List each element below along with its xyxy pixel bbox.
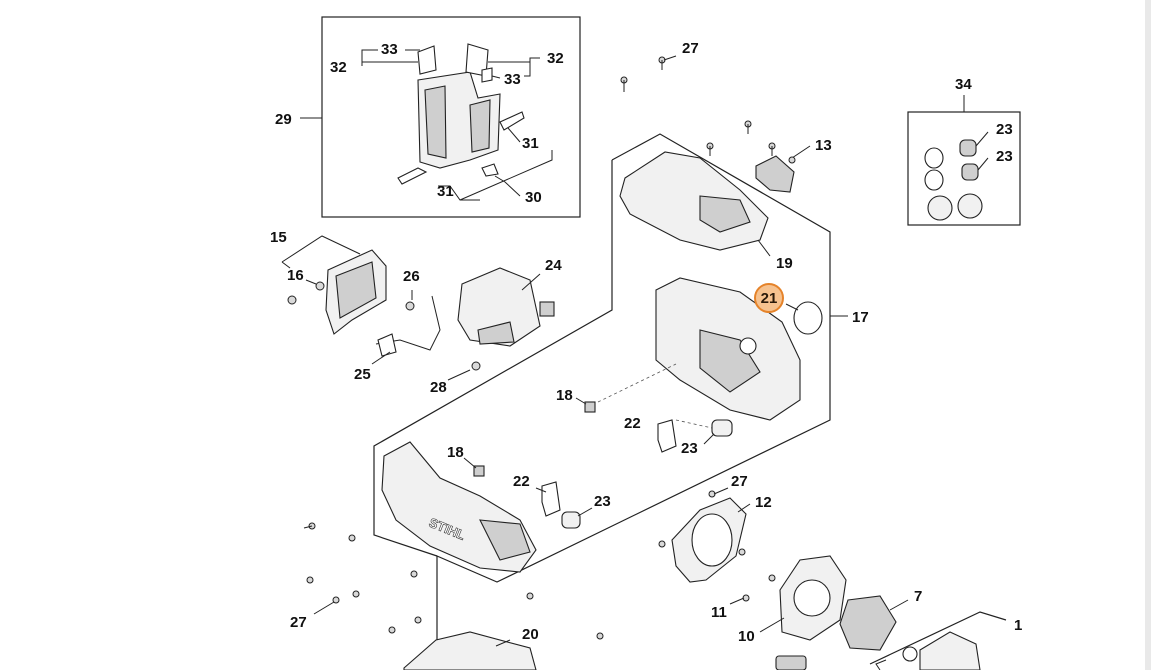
screw-28 [471,361,481,371]
housing-29-shade [424,85,447,159]
callout-16[interactable]: 16 [287,267,304,284]
buffer-23-upper [711,419,733,437]
part-group-29 [300,16,581,218]
callout-32-right[interactable]: 32 [547,50,564,67]
callout-19[interactable]: 19 [776,255,793,272]
callout-7[interactable]: 7 [914,588,922,605]
clip-33-left [417,45,437,75]
nut-18-upper [584,401,596,413]
callout-13[interactable]: 13 [815,137,832,154]
part-group-15 [281,235,387,335]
callout-15[interactable]: 15 [270,229,287,246]
callout-26[interactable]: 26 [403,268,420,285]
callout-23-box-bottom[interactable]: 23 [996,148,1013,165]
callout-22-upper[interactable]: 22 [624,415,641,432]
part-group-20 [403,631,537,670]
callout-23-box-top[interactable]: 23 [996,121,1013,138]
callout-17[interactable]: 17 [852,309,869,326]
cover-20-drawing [403,631,537,670]
callout-29[interactable]: 29 [275,111,292,128]
callout-10[interactable]: 10 [738,628,755,645]
part-group-17 [373,133,848,670]
box-29 [321,16,581,218]
handle-housing-drawing: STIHL [381,441,593,573]
grip-13-drawing [755,155,795,193]
callout-23-upper[interactable]: 23 [681,440,698,457]
switch-24-drawing [457,267,541,347]
bracket-22-lower [541,481,561,517]
callout-22-lower[interactable]: 22 [513,473,530,490]
callout-25[interactable]: 25 [354,366,371,383]
callout-27-bottom[interactable]: 27 [290,614,307,631]
pin-31-lower [397,167,428,185]
right-edge-strip [1145,0,1151,670]
callout-27-mid[interactable]: 27 [731,473,748,490]
cover-19-drawing [619,151,769,251]
gasket-21-drawing [793,301,823,335]
bracket-22-upper [657,419,677,453]
highlight-circle [754,283,784,313]
callout-24[interactable]: 24 [545,257,562,274]
callout-34[interactable]: 34 [955,76,972,93]
part-1-drawing [919,631,981,670]
callout-33-left[interactable]: 33 [381,41,398,58]
callout-11[interactable]: 11 [711,604,727,621]
callout-23-lower[interactable]: 23 [594,493,611,510]
flywheel-7-drawing [839,595,897,651]
callout-28[interactable]: 28 [430,379,447,396]
part-group-12 [671,497,1007,670]
callout-1[interactable]: 1 [1014,617,1022,634]
callout-31-lower[interactable]: 31 [437,183,454,200]
callout-labels: 1 7 10 11 12 13 15 16 17 18 18 19 20 22 … [270,40,1022,645]
part-group-24 [371,267,555,381]
part-group-34 [907,95,1021,226]
callout-31-upper[interactable]: 31 [522,135,539,152]
screws [303,55,796,640]
callout-21-highlight[interactable]: 21 [754,283,784,313]
nut-18-lower [473,465,485,477]
wire-25 [377,333,397,357]
callout-12[interactable]: 12 [755,494,772,511]
pin-30 [481,163,499,177]
callout-21[interactable]: 21 [761,290,778,307]
pin-31-upper [499,111,525,131]
callout-27-top[interactable]: 27 [682,40,699,57]
callout-30[interactable]: 30 [525,189,542,206]
callout-18-upper[interactable]: 18 [556,387,573,404]
callout-33-right[interactable]: 33 [504,71,521,88]
callout-32-left[interactable]: 32 [330,59,347,76]
buffer-23-lower [561,511,581,529]
screw-26 [405,301,415,311]
callout-20[interactable]: 20 [522,626,539,643]
callout-18-lower[interactable]: 18 [447,444,464,461]
